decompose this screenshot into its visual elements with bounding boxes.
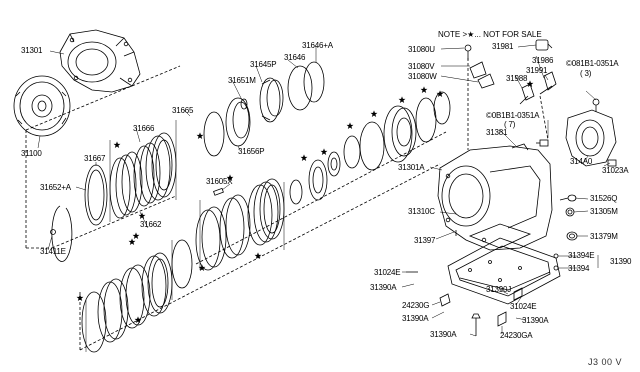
ring-31665[interactable] [203, 111, 225, 157]
part-label-31080v[interactable]: 31080V [408, 62, 435, 71]
lever-31988[interactable] [519, 83, 535, 105]
part-label-31390a-3[interactable]: 31390A [522, 316, 549, 325]
clip-24230g[interactable] [439, 293, 451, 307]
part-label-31023a[interactable]: 31023A [602, 166, 629, 175]
oring-31305m[interactable] [565, 207, 575, 217]
drum-31645p[interactable] [259, 77, 284, 123]
part-label-31667[interactable]: 31667 [84, 154, 106, 163]
part-label-31651m[interactable]: 31651M [228, 76, 256, 85]
ring-large-middle[interactable] [359, 121, 385, 171]
part-label-31080w[interactable]: 31080W [408, 72, 437, 81]
piston-31656p[interactable] [225, 97, 251, 147]
clutch-pack-lower[interactable] [81, 252, 173, 353]
bracket-31080v[interactable] [469, 61, 495, 89]
snap-ring-31652a[interactable] [50, 205, 73, 262]
part-label-31390[interactable]: 31390 [610, 257, 632, 266]
part-label-31305m[interactable]: 31305M [590, 207, 618, 216]
part-label-31991[interactable]: 31991 [526, 66, 548, 75]
clip-24230ga[interactable] [497, 311, 507, 327]
bolt-081b1-b[interactable] [536, 139, 549, 147]
part-label-31988[interactable]: 31988 [506, 74, 528, 83]
sensor-31991[interactable] [539, 71, 557, 95]
bolt-31390a-bottom[interactable] [471, 313, 481, 336]
part-label-31310c[interactable]: 31310C [408, 207, 435, 216]
part-label-081b1-0351a-a[interactable]: ©081B1-0351A [566, 59, 619, 68]
part-label-24230ga[interactable]: 24230GA [500, 331, 533, 340]
pipe-31381[interactable] [511, 143, 529, 151]
part-label-31662[interactable]: 31662 [140, 220, 162, 229]
dipstick-guide [467, 58, 549, 150]
part-label-24230g[interactable]: 24230G [402, 301, 430, 310]
transmission-case-housing[interactable] [59, 29, 141, 93]
part-label-31301a[interactable]: 31301A [398, 163, 425, 172]
not-for-sale-markers [76, 80, 534, 324]
part-label-31390a-2[interactable]: 31390A [402, 314, 429, 323]
planetary-gear-set[interactable] [308, 159, 328, 201]
part-label-31397[interactable]: 31397 [414, 236, 436, 245]
bolt-31394[interactable] [553, 265, 559, 271]
ring-upper-right-1[interactable] [415, 97, 437, 143]
part-label-31665[interactable]: 31665 [172, 106, 194, 115]
part-label-31526q[interactable]: 31526Q [590, 194, 618, 203]
part-label-31986[interactable]: 31986 [532, 56, 554, 65]
part-label-31666[interactable]: 31666 [133, 124, 155, 133]
part-label-31024e-right[interactable]: 31024E [510, 302, 537, 311]
ring-upper-right-2[interactable] [433, 91, 451, 125]
quantity-a: ( 3) [580, 69, 592, 78]
part-label-31381[interactable]: 31381 [486, 128, 508, 137]
bolt-31080u[interactable] [464, 44, 472, 60]
bearing-middle[interactable] [343, 135, 361, 169]
bolt-081b1-a[interactable] [592, 98, 600, 112]
oil-pan[interactable] [447, 237, 561, 305]
part-label-31981[interactable]: 31981 [492, 42, 514, 51]
diagram-code: J3 00 V [588, 357, 623, 367]
part-label-31390a-4[interactable]: 31390A [430, 330, 457, 339]
bolt-31023a[interactable] [607, 159, 617, 167]
ring-31646a[interactable] [303, 61, 325, 103]
clutch-pack-middle[interactable] [195, 178, 285, 271]
part-label-31411e[interactable]: 31411E [40, 247, 66, 256]
bolt-31394e[interactable] [553, 253, 559, 259]
part-label-31024e-left[interactable]: 31024E [374, 268, 401, 277]
main-transmission-case[interactable] [437, 145, 553, 251]
not-for-sale-note: NOTE >★... NOT FOR SALE [438, 30, 542, 39]
seal-31651m[interactable] [240, 98, 248, 110]
left-group-frame [25, 65, 181, 249]
switch-31981[interactable] [535, 39, 553, 51]
part-label-31390a-1[interactable]: 31390A [370, 283, 397, 292]
part-label-31379m[interactable]: 31379M [590, 232, 618, 241]
ring-small-middle[interactable] [289, 179, 303, 205]
part-label-31080u[interactable]: 31080U [408, 45, 435, 54]
part-label-31646a[interactable]: 31646+A [302, 41, 333, 50]
part-label-31645p[interactable]: 31645P [250, 60, 277, 69]
part-label-31394e[interactable]: 31394E [568, 251, 595, 260]
oil-strainer[interactable] [468, 223, 532, 249]
plate-31667[interactable] [84, 164, 108, 226]
part-label-314a0[interactable]: 314A0 [570, 157, 593, 166]
part-label-081b1-0351a-b[interactable]: ©0B1B1-0351A [486, 111, 540, 120]
quantity-b: ( 7) [504, 120, 516, 129]
hub-middle[interactable] [327, 151, 341, 177]
part-label-31394[interactable]: 31394 [568, 264, 590, 273]
part-label-31390j[interactable]: 31390J [486, 285, 512, 294]
extension-housing[interactable] [565, 109, 617, 167]
part-label-31652a[interactable]: 31652+A [40, 183, 71, 192]
part-label-31656p[interactable]: 31656P [238, 147, 265, 156]
leader-lines [37, 44, 611, 337]
seal-31526q[interactable] [559, 194, 577, 202]
pin-31605x[interactable] [213, 187, 224, 196]
part-label-31605x[interactable]: 31605X [206, 177, 233, 186]
part-label-31301[interactable]: 31301 [21, 46, 43, 55]
clutch-pack-31666[interactable] [109, 132, 177, 219]
ring-lower-right[interactable] [171, 239, 193, 289]
part-label-31646[interactable]: 31646 [284, 53, 306, 62]
torque-converter[interactable] [13, 75, 71, 137]
drum-upper-right[interactable] [383, 105, 417, 163]
part-label-31100[interactable]: 31100 [21, 149, 42, 158]
ring-31646[interactable] [287, 65, 313, 111]
oring-31379m[interactable] [566, 231, 578, 241]
